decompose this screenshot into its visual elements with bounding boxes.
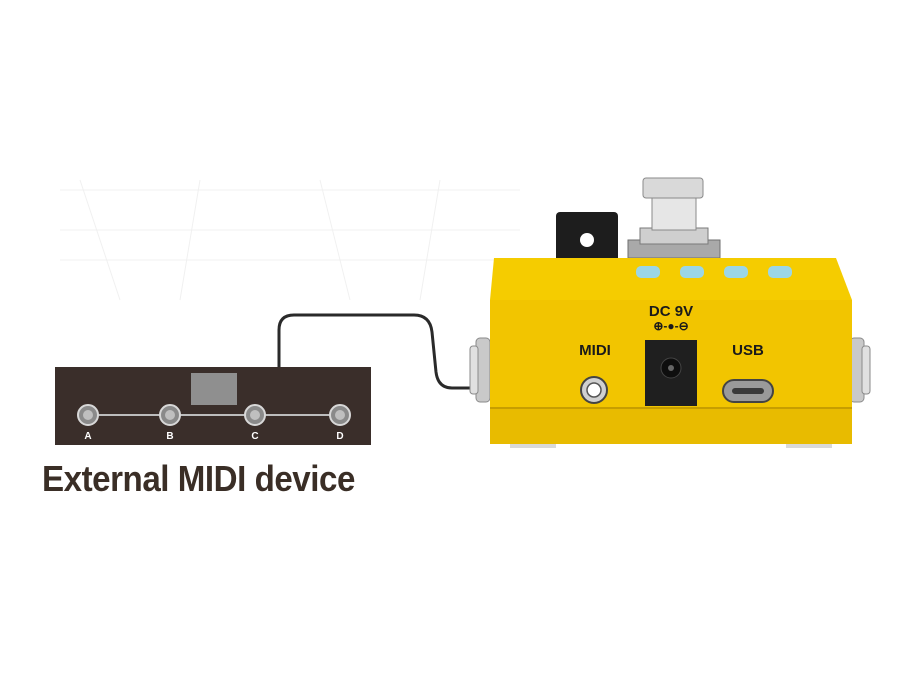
midi-label: MIDI [579,342,611,359]
switch-label-d: D [336,431,343,442]
usb-label: USB [732,342,764,359]
input-jack-left[interactable] [469,337,491,403]
led-indicator-4 [768,266,792,278]
dc-power-port[interactable] [645,340,697,406]
effects-pedal: DC 9V ⊕-●-⊖ MIDI USB [469,177,871,448]
dc-polarity-symbol: ⊕-●-⊖ [653,319,688,333]
led-indicator-3 [724,266,748,278]
rubber-foot-left [510,444,556,448]
output-jack-right[interactable] [849,337,871,403]
footswitch[interactable] [627,177,721,259]
rubber-foot-right [786,444,832,448]
footswitch-a[interactable] [77,404,99,426]
midi-port[interactable] [580,376,608,404]
switch-label-a: A [84,431,91,442]
footswitch-d[interactable] [329,404,351,426]
led-indicator-1 [636,266,660,278]
controller-display [191,373,237,405]
midi-controller: A B C D [55,367,371,445]
background-wireframe [60,179,520,301]
usb-c-port[interactable] [722,379,774,403]
footswitch-c[interactable] [244,404,266,426]
footswitch-b[interactable] [159,404,181,426]
switch-label-c: C [251,431,258,442]
pedal-base [490,408,852,444]
switch-label-b: B [166,431,173,442]
pedal-top-face [490,258,852,300]
led-indicator-2 [680,266,704,278]
dc-label: DC 9V [649,303,693,320]
device-caption: External MIDI device [42,458,355,499]
knob-indicator [580,233,594,247]
